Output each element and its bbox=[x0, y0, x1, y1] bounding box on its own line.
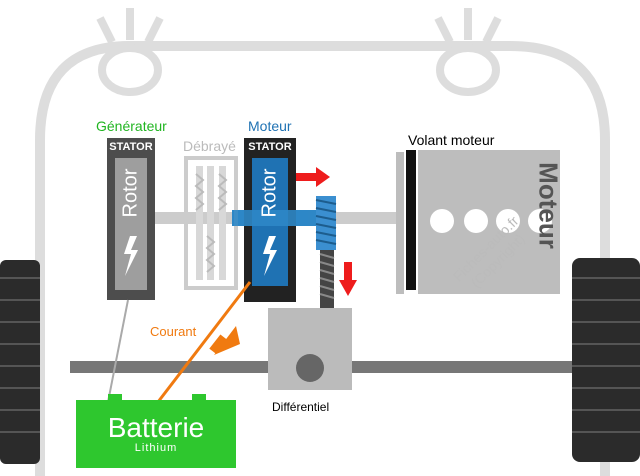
clutch-label: Débrayé bbox=[183, 138, 236, 154]
rotation-arrow-down bbox=[339, 262, 357, 296]
battery-label: Batterie bbox=[107, 412, 205, 443]
battery bbox=[76, 400, 236, 468]
wire-courant bbox=[156, 281, 252, 403]
motor bbox=[232, 138, 308, 302]
current-label: Courant bbox=[150, 324, 197, 339]
battery-terminal-right bbox=[192, 394, 206, 402]
car-body-outline bbox=[35, 41, 610, 476]
differential-gear bbox=[296, 354, 324, 382]
courant-arrow bbox=[209, 326, 240, 355]
battery-terminal-left bbox=[108, 394, 122, 402]
flywheel-rim bbox=[396, 152, 404, 294]
wheel-left bbox=[0, 260, 40, 464]
motor-label: Moteur bbox=[248, 118, 292, 134]
headlight-left bbox=[96, 8, 164, 96]
rotation-arrow-right bbox=[296, 167, 330, 187]
flywheel bbox=[406, 150, 416, 290]
wheel-right bbox=[572, 258, 640, 462]
generator-stator-label: STATOR bbox=[109, 141, 153, 153]
engine-block bbox=[418, 150, 560, 294]
engine-label: Moteur bbox=[533, 162, 564, 249]
generator bbox=[107, 138, 155, 300]
headlight-right bbox=[434, 8, 502, 96]
clutch-disengaged bbox=[184, 156, 238, 290]
wire-generator bbox=[107, 299, 129, 403]
motor-stator-label: STATOR bbox=[248, 141, 292, 153]
generator-label: Générateur bbox=[96, 118, 167, 134]
battery-type-label: Lithium bbox=[134, 442, 178, 454]
differential-label: Différentiel bbox=[272, 400, 330, 414]
motor-rotor-label: Rotor bbox=[258, 168, 281, 218]
flywheel-label: Volant moteur bbox=[408, 132, 495, 148]
generator-rotor-label: Rotor bbox=[119, 168, 142, 218]
